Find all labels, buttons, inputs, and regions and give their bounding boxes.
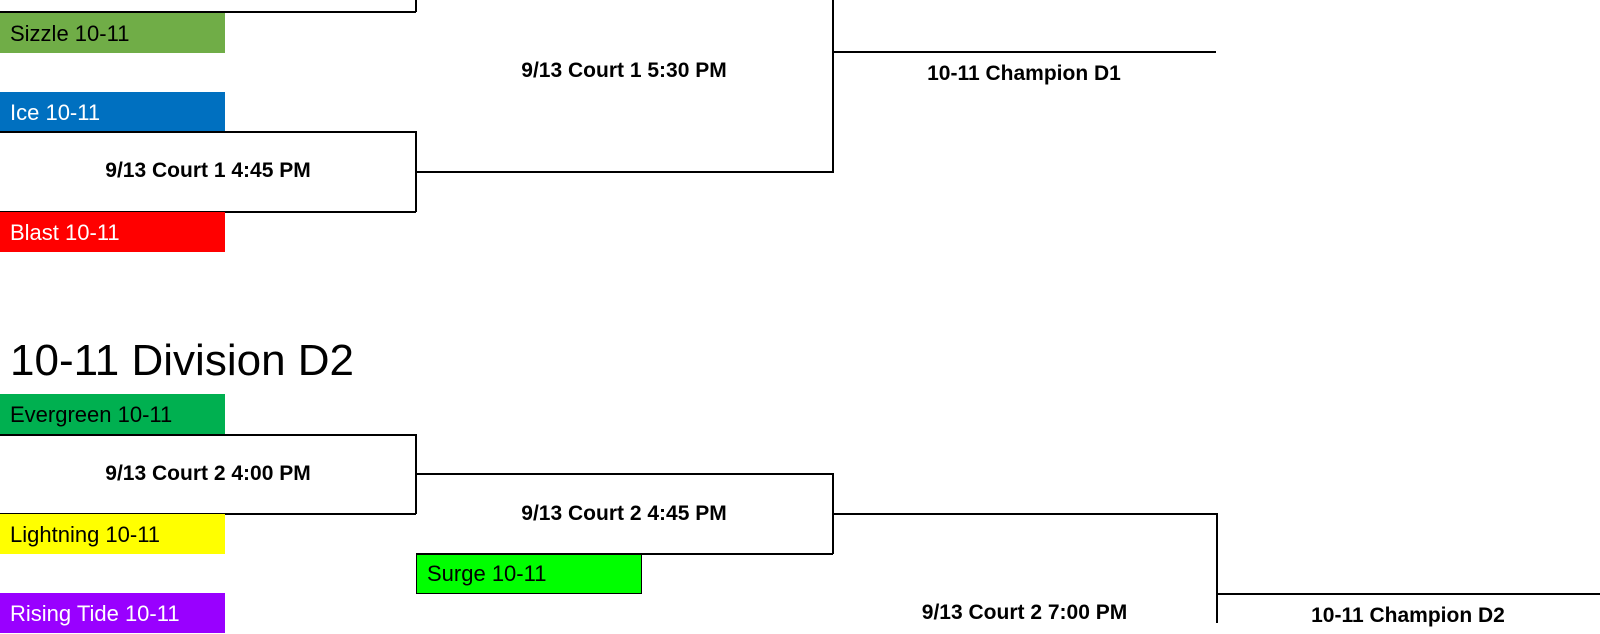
bracket-line <box>832 0 834 173</box>
team-rising-tide: Rising Tide 10-11 <box>0 593 225 633</box>
team-evergreen: Evergreen 10-11 <box>0 394 225 434</box>
game-label-d2-round1: 9/13 Court 2 4:00 PM <box>105 462 311 485</box>
bracket-line <box>0 211 416 213</box>
team-label: Surge 10-11 <box>427 561 547 586</box>
team-label: Rising Tide 10-11 <box>10 601 180 626</box>
team-label: Sizzle 10-11 <box>10 21 130 46</box>
game-label-d1-final: 9/13 Court 1 5:30 PM <box>521 59 727 82</box>
bracket-line <box>415 434 417 514</box>
team-label: Blast 10-11 <box>10 220 120 245</box>
bracket-line <box>832 473 834 554</box>
team-blast: Blast 10-11 <box>0 212 225 252</box>
bracket-line <box>0 513 416 515</box>
team-surge: Surge 10-11 <box>416 554 642 594</box>
bracket-line <box>1216 513 1218 623</box>
game-label-d1-semifinal: 9/13 Court 1 4:45 PM <box>105 159 311 182</box>
champion-label-d2: 10-11 Champion D2 <box>1311 604 1505 627</box>
team-label: Evergreen 10-11 <box>10 402 173 427</box>
game-label-d2-round2: 9/13 Court 2 4:45 PM <box>521 502 727 525</box>
team-label: Ice 10-11 <box>10 100 101 125</box>
bracket-line <box>0 131 416 133</box>
team-label: Lightning 10-11 <box>10 522 161 547</box>
bracket-line <box>415 0 417 12</box>
game-label-d2-final: 9/13 Court 2 7:00 PM <box>921 601 1128 624</box>
bracket-line <box>415 131 417 212</box>
champion-label-d1: 10-11 Champion D1 <box>927 62 1121 85</box>
bracket-line <box>832 51 1216 53</box>
team-lightning: Lightning 10-11 <box>0 514 225 554</box>
bracket-line <box>416 473 833 475</box>
bracket-line <box>833 513 1217 515</box>
bracket-line <box>416 553 833 555</box>
bracket-line <box>0 434 416 436</box>
team-sizzle: Sizzle 10-11 <box>0 13 225 53</box>
division-title-d2: 10-11 Division D2 <box>10 336 355 385</box>
team-ice: Ice 10-11 <box>0 92 225 132</box>
bracket-line <box>416 171 833 173</box>
bracket-line <box>1216 593 1600 595</box>
bracket-line <box>0 11 416 13</box>
